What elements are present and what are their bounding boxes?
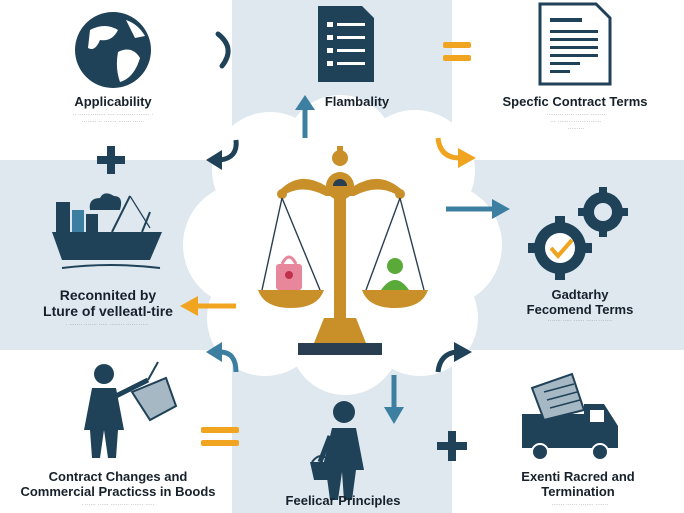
node-description-gadtarhy: ······· ····· ······ ······ ·······: [547, 318, 613, 324]
plus-icon: [437, 431, 467, 461]
arrow-icon: [435, 137, 476, 168]
node-title-feelicar-principles: Feelicar Principles: [285, 493, 401, 508]
node-description-reconnited: · ······· ······· ····· ········ ······ …: [65, 322, 149, 328]
node-title-applicability: Applicability: [74, 94, 152, 109]
arrow-icon: [295, 95, 315, 138]
node-title-exenti: Exenti Racred and Termination: [498, 469, 658, 499]
arrow-icon: [446, 199, 510, 219]
person-holding-box-icon: [84, 361, 178, 458]
scales-of-justice-icon: [258, 146, 428, 355]
globe-icon: [75, 12, 151, 88]
arrow-icon: [180, 296, 236, 316]
person-carrying-bucket-icon: [310, 401, 364, 500]
delivery-truck-icon: [522, 372, 618, 461]
central-cloud: [183, 95, 502, 395]
node-title-line: Commercial Practicss in Boods: [20, 483, 216, 499]
node-title-line: Contract Changes and: [48, 469, 188, 484]
node-title-reconnited: Reconnited by Lture of velleatl-tire: [20, 287, 196, 319]
node-description-contract-changes: · ······ ······ ·········· ······· ·····: [81, 502, 155, 508]
gears-icon: [528, 187, 628, 280]
node-title-line: Termination: [541, 483, 615, 499]
node-title-gadtarhy: Gadtarhy Fecomend Terms: [500, 287, 660, 317]
plus-icon: [97, 146, 125, 174]
node-title-contract-changes: Contract Changes and Commercial Practics…: [20, 469, 216, 499]
node-title-flambality: Flambality: [324, 94, 390, 109]
equals-icon: [201, 427, 239, 446]
arrow-icon: [384, 375, 404, 424]
node-title-specific-contract-terms: Specfic Contract Terms: [502, 94, 648, 109]
document-icon: [318, 6, 374, 82]
node-description-applicability: ·· ······ ········ ···· ·········· ·····…: [72, 112, 154, 125]
arrow-icon: [215, 31, 231, 69]
node-description-exenti: ······· ······ ········ ·······: [551, 502, 609, 508]
cargo-ship-icon: [52, 193, 162, 269]
node-title-line: Fecomend Terms: [526, 301, 634, 317]
arrow-icon: [206, 342, 239, 373]
node-title-line: Exenti Racred and: [521, 469, 635, 484]
node-title-line: Reconnited by: [59, 287, 157, 303]
node-title-line: Lture of velleatl-tire: [43, 302, 173, 319]
arrow-icon: [435, 342, 472, 373]
node-description-specific-contract-terms: ········· ····· ······· ··········· ····…: [546, 112, 606, 132]
arrow-icon: [206, 139, 239, 170]
contract-document-icon: [538, 2, 612, 86]
node-title-line: Gadtarhy: [551, 287, 609, 302]
equals-icon: [443, 42, 471, 61]
